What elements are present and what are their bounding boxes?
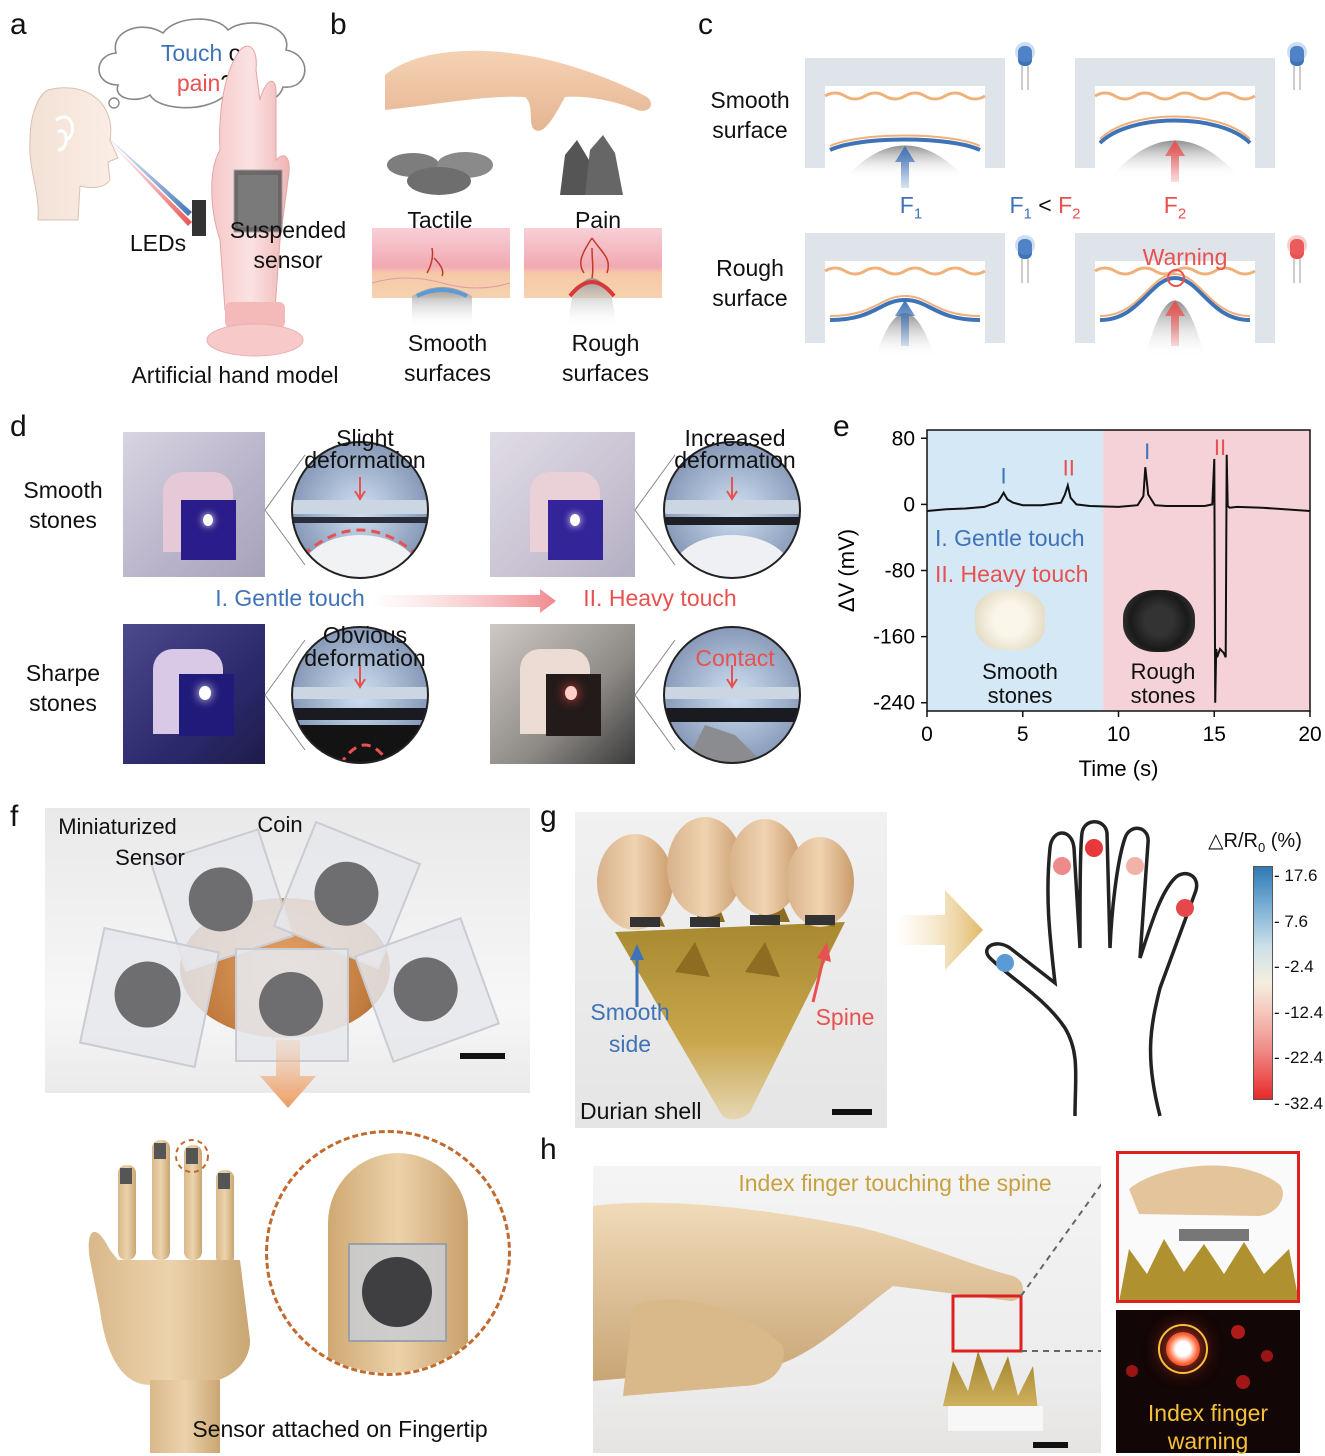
colorbar-tick-label: - 7.6 xyxy=(1274,912,1308,932)
smooth-surface-1: Smooth xyxy=(690,85,810,115)
x-axis-label: Time (s) xyxy=(1079,756,1159,781)
contact-label: Contact xyxy=(680,643,790,673)
y-tick-label: 80 xyxy=(892,427,915,450)
smooth-side-1: Smooth xyxy=(575,997,685,1027)
colorbar-tick-label: - -12.4 xyxy=(1274,1003,1323,1023)
x-tick-label: 20 xyxy=(1298,723,1321,746)
panel-letter-h: h xyxy=(540,1133,557,1167)
sharp-photo-1 xyxy=(123,624,265,764)
increased-2: deformation xyxy=(665,445,805,475)
spine-label: Spine xyxy=(805,1002,885,1032)
chart-rough-2: stones xyxy=(1103,684,1223,708)
leds-label: LEDs xyxy=(118,228,198,258)
panel-a-caption: Artificial hand model xyxy=(100,360,370,390)
panel-h-title: Index finger touching the spine xyxy=(715,1168,1075,1198)
f1-lt-f2: F1 < F2 xyxy=(990,190,1100,230)
durian-label: Durian shell xyxy=(580,1096,730,1126)
y-tick-label: -80 xyxy=(885,560,915,583)
annotation-2: I xyxy=(1144,439,1150,464)
rough-surfaces-2: surfaces xyxy=(538,358,673,388)
fingertip-caption: Sensor attached on Fingertip xyxy=(170,1414,510,1444)
hand-illustration xyxy=(385,35,665,145)
y-tick-label: 0 xyxy=(903,493,915,516)
f1-label: F1 xyxy=(886,190,936,230)
mini-sensor-2: Sensor xyxy=(105,843,195,873)
colorbar-tick-label: - -22.4 xyxy=(1274,1048,1323,1068)
panel-letter-a: a xyxy=(10,8,27,42)
colorbar-tick-label: - -32.4 xyxy=(1274,1094,1323,1114)
legend-heavy: II. Heavy touch xyxy=(935,559,1105,589)
zoom-inset-photo xyxy=(1116,1151,1300,1303)
rough-surface-2: surface xyxy=(690,283,810,313)
wooden-hand-photo xyxy=(45,1110,530,1453)
warning-caption-2: warning xyxy=(1116,1426,1300,1456)
durian-photo xyxy=(575,812,887,1128)
right-arrow xyxy=(895,890,985,970)
y-tick-label: -160 xyxy=(873,626,915,649)
smooth-surface-2: surface xyxy=(690,115,810,145)
rough-surfaces-1: Rough xyxy=(538,328,673,358)
smooth-stones-1: Smooth xyxy=(8,475,118,505)
gentle-touch-d: I. Gentle touch xyxy=(195,583,385,613)
x-tick-label: 15 xyxy=(1203,723,1226,746)
x-tick-label: 10 xyxy=(1107,723,1130,746)
chart-smooth-2: stones xyxy=(960,684,1080,708)
colorbar-tick-label: - 17.6 xyxy=(1274,866,1317,886)
panel-letter-b: b xyxy=(330,8,347,42)
panel-letter-c: c xyxy=(698,8,713,42)
y-axis-label: ΔV (mV) xyxy=(834,529,859,612)
warning-label: Warning xyxy=(1125,242,1245,272)
smooth-surfaces-2: surfaces xyxy=(380,358,515,388)
smooth-surfaces-1: Smooth xyxy=(380,328,515,358)
rough-stones-image xyxy=(1123,590,1195,652)
mini-sensor-1: Miniaturized xyxy=(45,812,190,842)
suspended-label-2: sensor xyxy=(218,245,358,275)
smooth-stones-image xyxy=(975,590,1045,650)
suspended-label-1: Suspended xyxy=(218,215,358,245)
panel-letter-g: g xyxy=(540,800,557,834)
smooth-photo-1 xyxy=(123,432,265,577)
coin-label: Coin xyxy=(240,810,320,840)
skin-cross-sections xyxy=(372,228,662,328)
smooth-stones-2: stones xyxy=(8,505,118,535)
sharpe-stones-1: Sharpe xyxy=(8,658,118,688)
obvious-2: deformation xyxy=(295,643,435,673)
down-arrow xyxy=(258,1040,318,1110)
sharpe-stones-2: stones xyxy=(8,688,118,718)
annotation-1: II xyxy=(1063,455,1075,480)
artificial-hand-pink xyxy=(180,40,340,370)
heavy-touch-d: II. Heavy touch xyxy=(565,583,755,613)
colorbar xyxy=(1253,866,1273,1100)
slight-2: deformation xyxy=(295,445,435,475)
annotation-0: I xyxy=(1001,464,1007,489)
colorbar-title: △R/R0 (%) xyxy=(1190,826,1320,863)
chart-rough-1: Rough xyxy=(1103,660,1223,684)
index-finger-photo xyxy=(593,1166,1101,1453)
panel-letter-f: f xyxy=(10,800,18,834)
rough-surface-1: Rough xyxy=(690,253,810,283)
hand-outline xyxy=(980,818,1220,1118)
chart-smooth-1: Smooth xyxy=(960,660,1080,684)
panel-letter-d: d xyxy=(10,410,27,444)
rough-stones xyxy=(555,135,635,205)
warning-caption-1: Index finger xyxy=(1116,1398,1300,1428)
x-tick-label: 5 xyxy=(1017,723,1029,746)
smooth-side-2: side xyxy=(575,1029,685,1059)
f2-label: F2 xyxy=(1150,190,1200,230)
y-tick-label: -240 xyxy=(873,692,915,715)
colorbar-tick-label: - -2.4 xyxy=(1274,957,1314,977)
annotation-3: II xyxy=(1214,435,1226,460)
x-tick-label: 0 xyxy=(921,723,933,746)
legend-gentle: I. Gentle touch xyxy=(935,523,1105,553)
smooth-pebbles xyxy=(385,145,505,200)
